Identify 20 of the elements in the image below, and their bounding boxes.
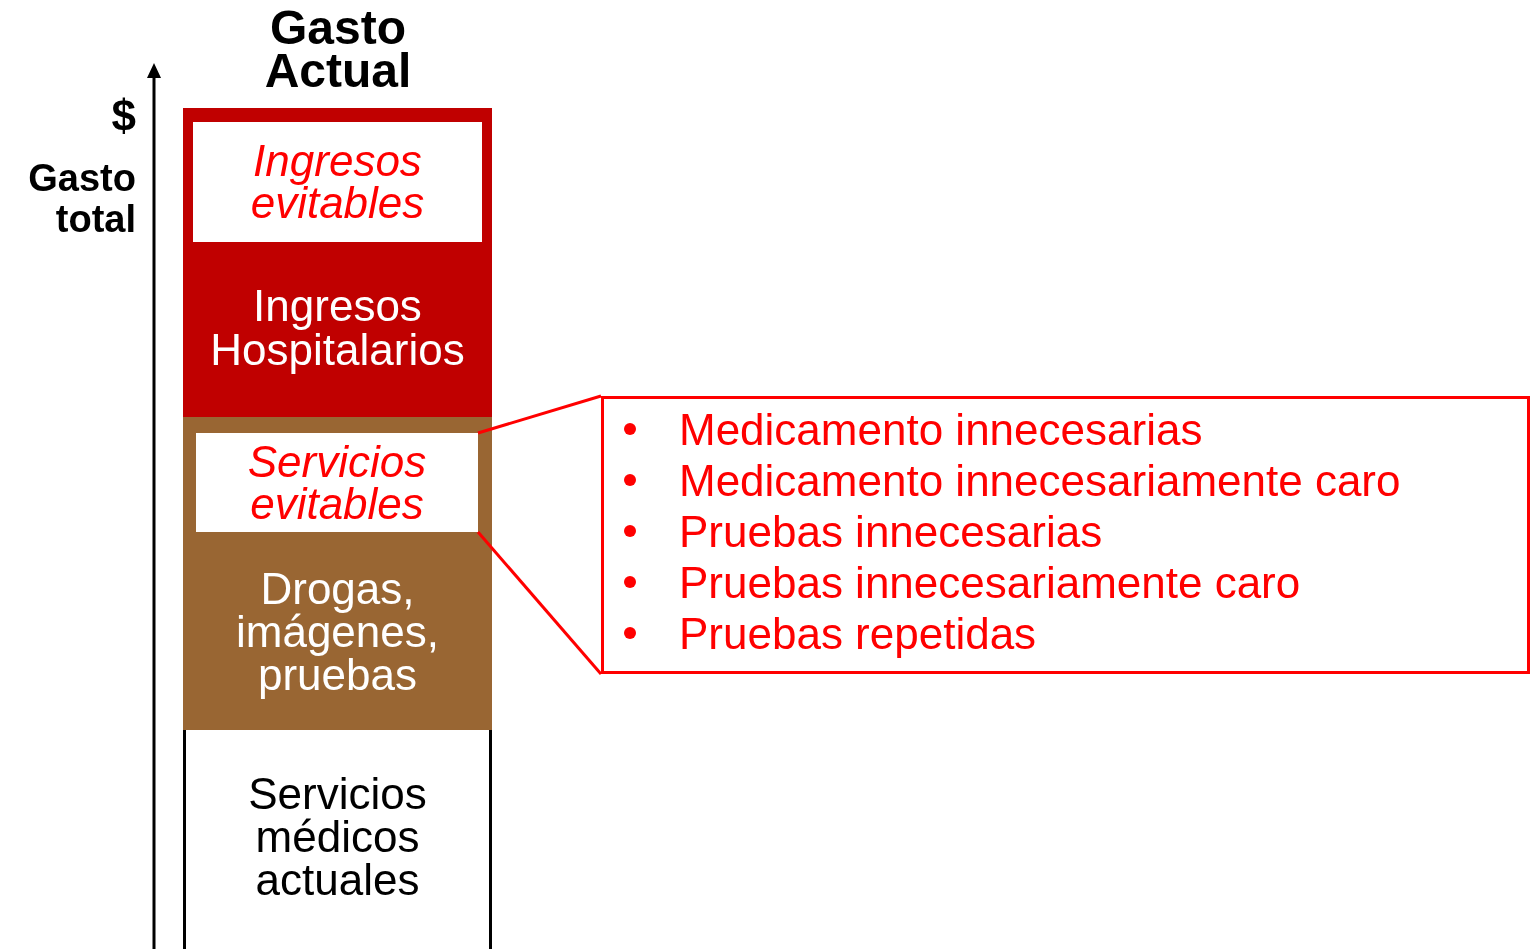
band-label: Servicios médicos actuales [247,772,428,901]
title: Gasto Actual [263,6,413,92]
bullet-text: Medicamento innecesariamente caro [679,457,1401,503]
bullet-text: Medicamento innecesarias [679,406,1203,452]
medical-band [183,730,492,949]
avoidable-box [196,433,478,532]
hospital-band [183,108,492,417]
currency-label: $ [110,92,136,140]
bullet-text: Pruebas repetidas [679,610,1037,656]
bullet-text: Pruebas innecesariamente caro [679,559,1301,605]
band-label: Ingresos Hospitalarios [209,283,466,372]
avoidable-box [193,122,482,242]
bullet-text: Pruebas innecesarias [679,508,1103,554]
services-band [183,417,492,730]
band-label: Servicios evitables [246,440,428,525]
band-label: Ingresos evitables [249,140,426,224]
axis-label: Gasto total [27,158,136,240]
callout-line [477,394,602,435]
callout-box [601,396,1530,674]
callout-line [476,531,603,675]
